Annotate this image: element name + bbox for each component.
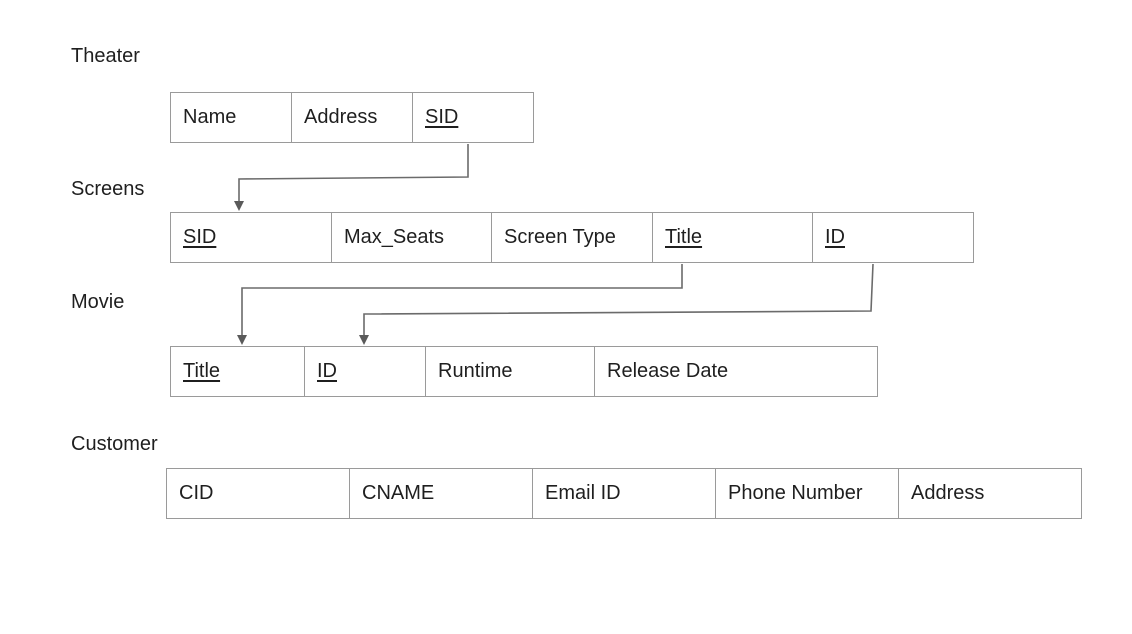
movie-column-title: Title xyxy=(171,347,305,396)
screens-column-screen-type: Screen Type xyxy=(492,213,653,262)
theater-column-address: Address xyxy=(292,93,413,142)
screens-column-title: Title xyxy=(653,213,813,262)
screens-column-max-seats: Max_Seats xyxy=(332,213,492,262)
reference-arrow-screens-id-to-movie-id xyxy=(359,263,874,345)
relation-label-movie: Movie xyxy=(71,291,125,313)
movie-column-id: ID xyxy=(305,347,426,396)
relation-table-screens: SID Max_Seats Screen Type Title ID xyxy=(170,212,974,263)
movie-column-release-date: Release Date xyxy=(607,360,729,382)
theater-column-name: Name xyxy=(171,93,292,142)
relation-label-screens: Screens xyxy=(71,178,145,200)
theater-column-sid: SID xyxy=(425,106,459,128)
reference-arrow-screens-title-to-movie-title xyxy=(237,264,683,345)
relation-table-theater: Name Address SID xyxy=(170,92,534,143)
relation-table-customer: CID CNAME Email ID Phone Number Address xyxy=(166,468,1082,519)
customer-column-email-id: Email ID xyxy=(533,469,716,518)
movie-column-runtime: Runtime xyxy=(426,347,595,396)
customer-column-address: Address xyxy=(911,482,985,504)
reference-arrow-theater-sid-to-screens-sid xyxy=(234,144,469,211)
customer-column-cname: CNAME xyxy=(350,469,533,518)
relation-label-customer: Customer xyxy=(71,433,158,455)
screens-column-sid: SID xyxy=(171,213,332,262)
relation-table-movie: Title ID Runtime Release Date xyxy=(170,346,878,397)
relation-label-theater: Theater xyxy=(71,45,140,67)
screens-column-id: ID xyxy=(825,226,845,248)
customer-column-cid: CID xyxy=(167,469,350,518)
customer-column-phone-number: Phone Number xyxy=(716,469,899,518)
